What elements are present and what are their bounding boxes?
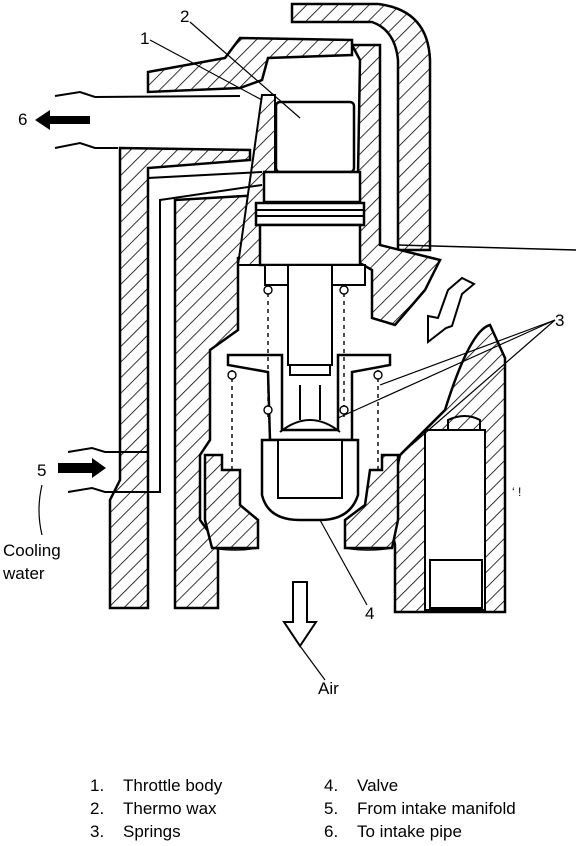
callout-1: 1 (140, 29, 149, 48)
callout-6: 6 (18, 110, 27, 129)
valve-assembly (226, 264, 392, 522)
cooling-water-label-line2: water (2, 564, 45, 583)
legend-item-to-intake-pipe: 6. To intake pipe (324, 820, 462, 843)
legend-item-springs: 3. Springs (90, 820, 324, 843)
legend-row: 1. Throttle body 4. Valve (90, 774, 576, 797)
right-valve-seat (343, 453, 400, 550)
intake-pipe-6 (54, 90, 241, 149)
throttle-body-top (146, 36, 354, 94)
callout-2: 2 (180, 7, 189, 26)
cooling-water-label-line1: Cooling (3, 541, 61, 560)
air-flow-arrow-in (427, 276, 476, 345)
svg-text:‘ !: ‘ ! (512, 485, 521, 499)
upper-cover (290, 2, 432, 252)
callout-3: 3 (555, 311, 564, 330)
legend-label: Springs (123, 822, 181, 841)
left-valve-seat (203, 453, 260, 550)
legend-item-throttle-body: 1. Throttle body (90, 774, 324, 797)
legend-label: Valve (357, 776, 399, 795)
arrow-6 (35, 110, 90, 130)
legend-number: 5. (324, 799, 339, 818)
legend-item-thermo-wax: 2. Thermo wax (90, 797, 324, 820)
air-label: Air (318, 679, 339, 698)
parts-legend: 1. Throttle body 4. Valve 2. Thermo wax … (90, 774, 576, 843)
arrow-5 (58, 458, 106, 478)
legend-row: 2. Thermo wax 5. From intake manifold (90, 797, 576, 820)
callout-4: 4 (365, 604, 374, 623)
legend-number: 4. (324, 776, 339, 795)
air-flow-arrow-out (282, 581, 318, 648)
legend-label: Throttle body (123, 776, 223, 795)
legend-row: 3. Springs 6. To intake pipe (90, 820, 576, 843)
callout-5: 5 (37, 461, 46, 480)
legend-number: 3. (90, 822, 105, 841)
legend-label: To intake pipe (357, 822, 462, 841)
legend-number: 2. (90, 799, 105, 818)
legend-label: Thermo wax (123, 799, 217, 818)
legend-number: 6. (324, 822, 339, 841)
upper-right-body (349, 43, 442, 327)
legend-label: From intake manifold (357, 799, 516, 818)
legend-number: 1. (90, 776, 105, 795)
legend-item-valve: 4. Valve (324, 774, 398, 797)
legend-item-from-intake-manifold: 5. From intake manifold (324, 797, 516, 820)
cooling-water-inlet (67, 446, 148, 493)
